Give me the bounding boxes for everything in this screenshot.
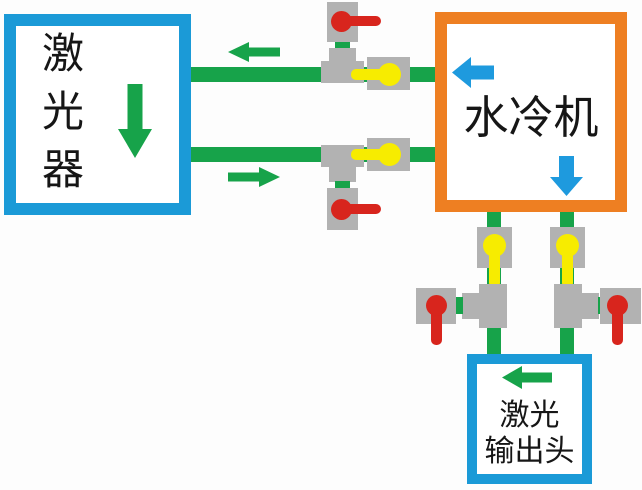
valve-C-tee-arm — [462, 293, 480, 319]
output-head-label-line2: 输出头 — [484, 435, 575, 468]
valve-A-yellow-handle-ball — [378, 63, 401, 86]
flow-left-arrow-chiller-inlet — [452, 57, 494, 88]
valve-C-yellow-handle-ball — [483, 234, 506, 257]
valve-B-tee-stem — [329, 164, 356, 182]
valve-B-red-handle-bar — [341, 204, 381, 214]
flow-down-arrow-laser — [118, 84, 152, 158]
chiller-box-label: 水冷机 — [463, 92, 599, 143]
valve-A-stub — [335, 42, 350, 49]
valve-B-yellow-handle-bar — [351, 149, 391, 160]
valve-D-yellow-handle-ball — [556, 234, 579, 257]
valve-B-stub — [335, 181, 350, 189]
flow-down-arrow-chiller-outlet — [550, 156, 583, 196]
valve-C-yellow-handle-stem — [489, 248, 500, 288]
chiller-box — [435, 12, 627, 212]
flow-right-arrow-mid-pipe — [228, 167, 280, 187]
valve-C-stub — [454, 297, 463, 314]
valve-C-red-handle-bar — [431, 305, 442, 345]
laser-box — [4, 14, 191, 215]
valve-A-red-handle-bar — [341, 16, 381, 26]
valve-A-yellow-handle-bar — [351, 69, 391, 80]
valve-A-red-handle-ball — [331, 11, 352, 32]
valve-C-red-handle-ball — [426, 295, 447, 316]
laser-box-label: 激光器 — [42, 30, 85, 193]
valve-C-tee-body — [479, 284, 507, 328]
valve-D-yellow-handle-stem — [562, 248, 573, 288]
valve-D-red-handle-ball — [607, 295, 628, 316]
output-head-label-line1: 激光 — [499, 399, 560, 432]
valve-B-red-handle-ball — [331, 199, 352, 220]
flow-left-arrow-top-pipe — [228, 42, 280, 62]
valve-D-red-handle-bar — [612, 305, 623, 345]
valve-D-tee-body — [554, 284, 582, 328]
valve-D-tee-arm — [581, 293, 599, 319]
valve-B-yellow-handle-ball — [378, 143, 401, 166]
flow-left-arrow-output — [502, 366, 552, 389]
